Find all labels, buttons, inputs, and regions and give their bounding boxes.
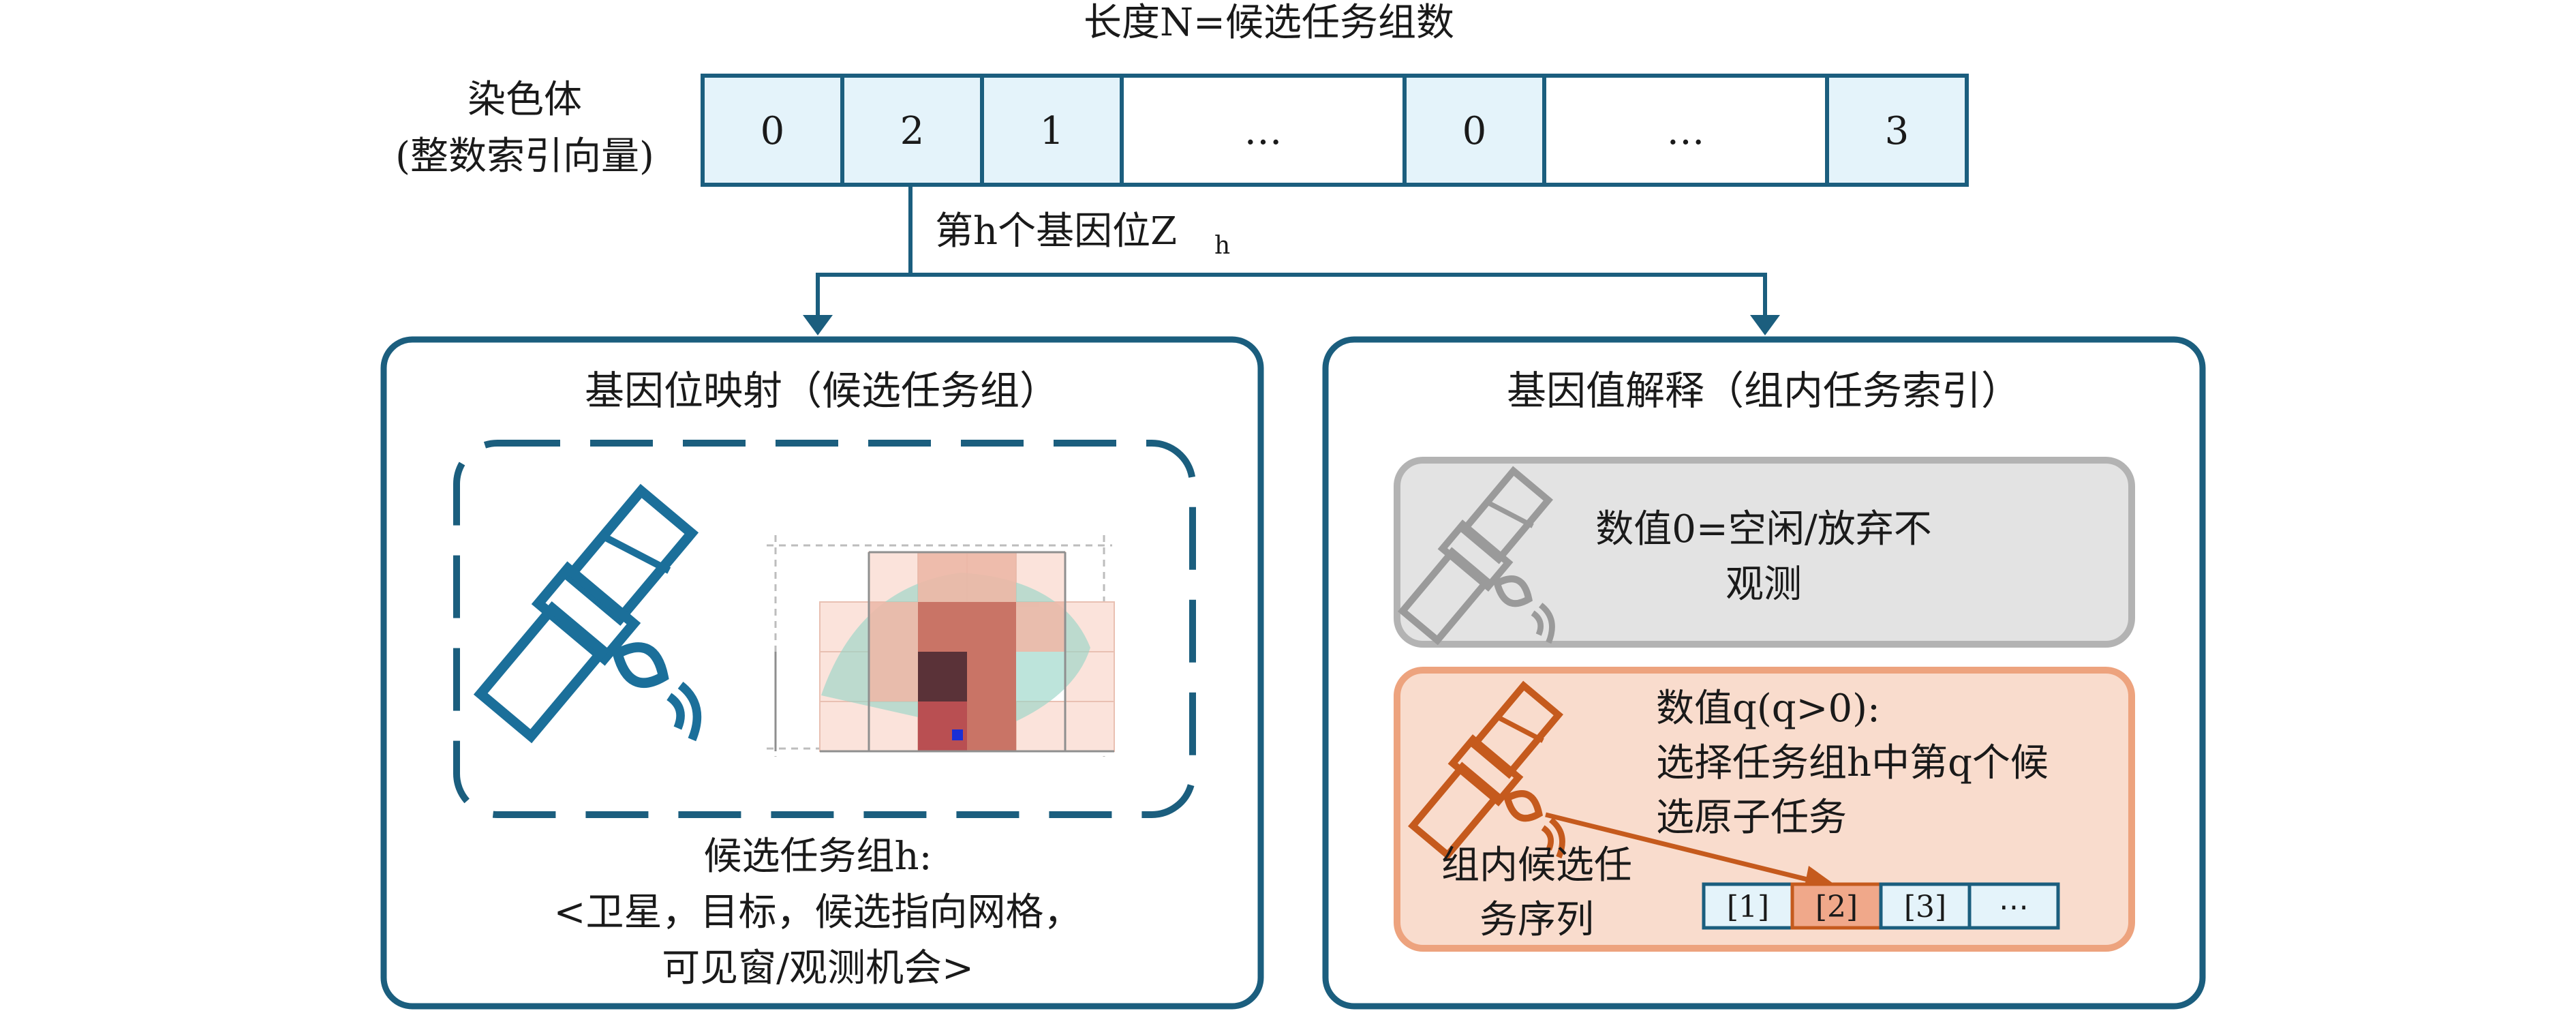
gene-value: 0: [1462, 109, 1487, 153]
sequence-item: [1967, 882, 2060, 930]
gene-value: 2: [900, 109, 925, 153]
gene-cell: [980, 74, 1124, 187]
chromosome-sublabel: (整数索引向量): [395, 134, 654, 179]
candidate-sequence: [1] [2] [3] ⋯: [1702, 882, 2060, 930]
q-value-text-3: 选原子任务: [1656, 796, 1847, 840]
gene-pointer-label: 第h个基因位Z: [935, 209, 1177, 254]
sequence-item-label: [1]: [1727, 890, 1769, 924]
gene-value: …: [1667, 109, 1705, 153]
chromosome-label: 染色体: [467, 78, 582, 122]
candidate-group-caption-2: <卫星，目标，候选指向网格，: [554, 890, 1082, 935]
gene-value: 1: [1040, 109, 1064, 153]
candidate-group-caption-1: 候选任务组h:: [704, 834, 932, 879]
gene-cell: [1402, 74, 1546, 187]
gene-cell: [701, 74, 844, 187]
candidate-group-caption-3: 可见窗/观测机会>: [662, 946, 974, 991]
chromosome-vector: 0 2 1 … 0 … 3: [701, 74, 1969, 187]
gene-mapping-title: 基因位映射（候选任务组）: [585, 367, 1059, 414]
gene-cell: [1542, 74, 1829, 187]
gene-value-title: 基因值解释（组内任务索引）: [1507, 367, 2021, 414]
sequence-item-label: ⋯: [1999, 890, 2029, 924]
gene-pointer-subscript: h: [1214, 232, 1230, 260]
q-value-text-1: 数值q(q>0):: [1656, 686, 1880, 731]
gene-value: 0: [761, 109, 785, 153]
q-value-text-2: 选择任务组h中第q个候: [1656, 741, 2049, 785]
gene-value: …: [1244, 109, 1283, 153]
sequence-label-1: 组内候选任: [1441, 843, 1632, 888]
arrowhead-left-icon: [803, 315, 833, 335]
sequence-item-selected: [1790, 882, 1883, 930]
sequence-item-label: [3]: [1904, 890, 1946, 924]
gene-cell: [1825, 74, 1969, 187]
sequence-item-label: [2]: [1815, 890, 1858, 924]
zero-value-text-1: 数值0=空闲/放弃不: [1595, 507, 1931, 552]
gene-value: 3: [1885, 109, 1910, 153]
zero-value-box: [1394, 457, 2135, 648]
zero-value-text-2: 观测: [1726, 562, 1802, 607]
q-value-box: [1394, 667, 2135, 952]
candidate-group-dashed-box: [453, 440, 1196, 818]
sequence-label-2: 务序列: [1479, 898, 1594, 942]
top-length-label: 长度N=候选任务组数: [1084, 1, 1454, 45]
arrowhead-right-icon: [1750, 315, 1780, 335]
pointing-grid-icon: [767, 535, 1115, 757]
